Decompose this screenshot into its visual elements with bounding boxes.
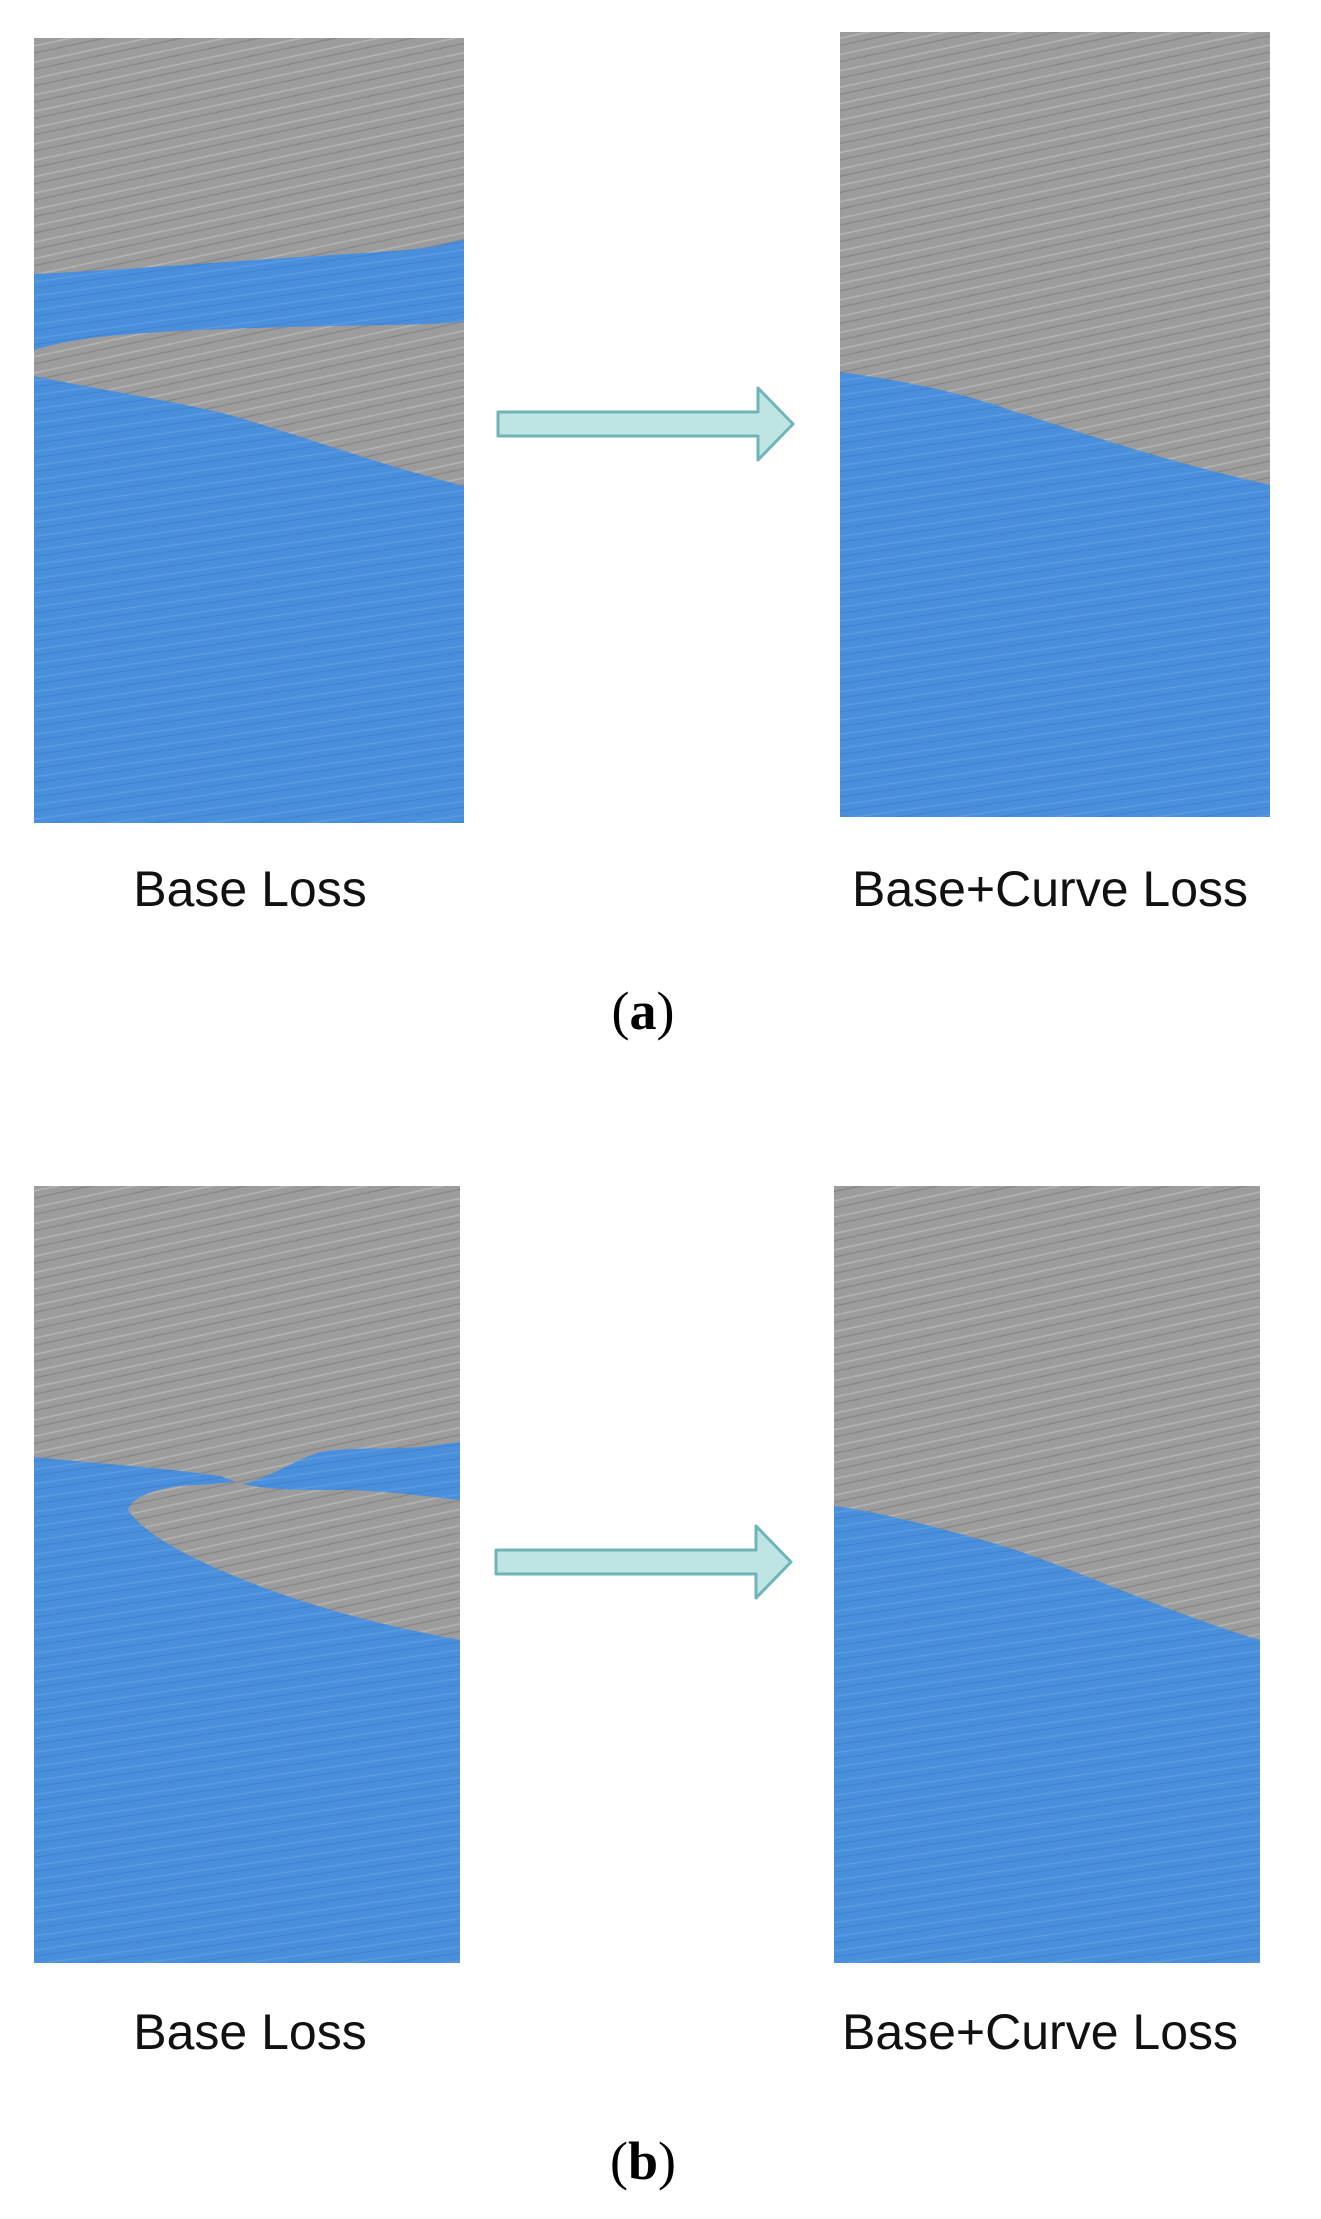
panel-b-right-caption: Base+Curve Loss <box>841 2004 1239 2060</box>
panel-a-base-curve-loss-image <box>840 32 1270 817</box>
panel-b <box>34 1186 1260 1963</box>
panel-a-false-positive-band <box>34 240 464 350</box>
panel-b-label-letter: b <box>627 2131 659 2191</box>
panel-b-base-loss-image <box>34 1186 460 1963</box>
panel-b-label-open: ( <box>609 2131 628 2191</box>
panel-a-label-close: ) <box>656 981 675 1041</box>
panel-b-corrected-region <box>834 1506 1260 1963</box>
panel-a-arrow <box>496 386 795 462</box>
panel-b-label: (b) <box>543 2130 743 2192</box>
panel-b-left-caption: Base Loss <box>133 2004 367 2060</box>
panel-b-segmentation-region <box>34 1457 460 1963</box>
panel-b-arrow <box>494 1524 793 1600</box>
panel-a-label: (a) <box>543 980 743 1042</box>
panel-a-label-open: ( <box>611 981 630 1041</box>
panel-a-lower-region <box>34 376 464 823</box>
panel-a-base-loss-image <box>34 38 464 823</box>
panel-a-label-letter: a <box>629 981 657 1041</box>
panel-a-right-caption: Base+Curve Loss <box>851 861 1249 917</box>
panel-a <box>34 32 1270 823</box>
panel-b-label-close: ) <box>658 2131 676 2191</box>
panel-a-corrected-region <box>840 372 1270 817</box>
panel-b-base-curve-loss-image <box>834 1186 1260 1963</box>
panel-b-false-positive-fragment <box>242 1442 460 1500</box>
panel-a-left-caption: Base Loss <box>133 861 367 917</box>
